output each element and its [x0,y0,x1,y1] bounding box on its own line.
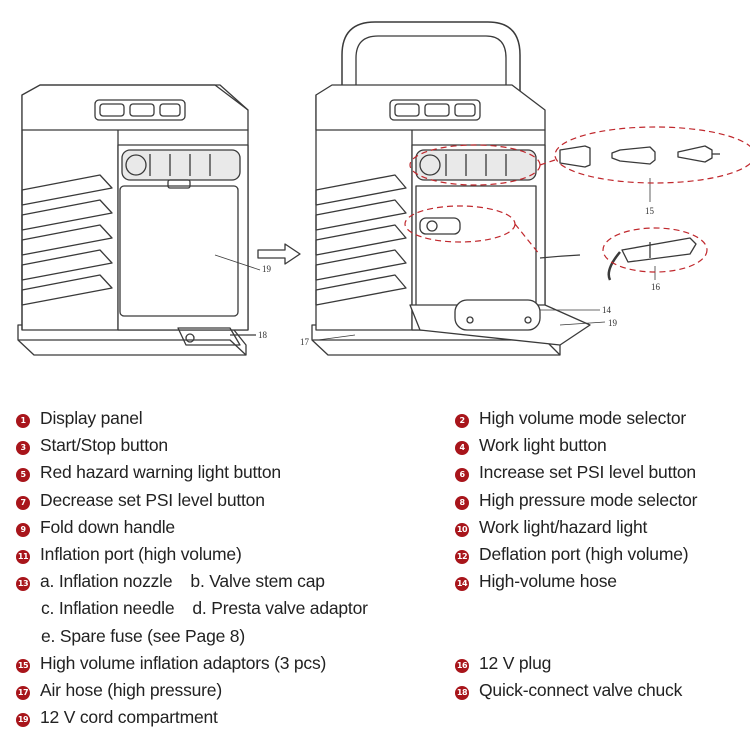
legend-item: 4 Work light button [455,432,745,459]
legend-item: 18 Quick-connect valve chuck [455,677,745,704]
number-badge: 18 [455,685,469,700]
legend-text: Decrease set PSI level button [40,489,265,510]
legend-text: Air hose (high pressure) [40,679,222,700]
number-badge: 7 [16,495,30,510]
legend-text: d. Presta valve adaptor [192,598,368,619]
legend-text: Deflation port (high volume) [479,543,689,564]
number-badge: 19 [16,713,30,728]
legend-item: 17 Air hose (high pressure) [16,677,446,704]
number-badge: 9 [16,522,30,537]
inflation-adaptors [559,145,720,202]
legend-text: High volume mode selector [479,408,687,428]
number-badge: 13 [16,577,30,592]
legend-text: Inflation port (high volume) [40,543,242,564]
legend-item: 3 Start/Stop button [16,432,446,459]
highlight-ellipses [404,126,750,273]
number-badge: 3 [16,441,30,456]
legend-text: a. Inflation nozzle [40,571,173,592]
legend-item: 13 a. Inflation nozzle b. Valve stem cap [16,568,446,595]
legend-text: e. Spare fuse (see Page 8) [41,625,245,646]
callout-16: 16 [651,282,661,292]
number-badge: 16 [455,658,469,673]
callout-15: 15 [645,206,655,216]
number-badge: 1 [16,414,30,428]
legend-item: 8 High pressure mode selector [455,487,745,514]
legend-item: 9 Fold down handle [16,514,446,541]
legend-item: 12 Deflation port (high volume) [455,541,745,568]
legend-text: Display panel [40,408,143,428]
legend-item: 16 12 V plug [455,650,745,677]
legend-text: Quick-connect valve chuck [479,679,683,700]
callout-19-right: 19 [608,318,618,328]
number-badge: 11 [16,549,30,564]
number-badge: 8 [455,495,469,510]
legend-text: Work light/hazard light [479,516,648,537]
number-badge: 10 [455,522,469,537]
legend-item: 5 Red hazard warning light button [16,459,446,486]
legend-text: 12 V cord compartment [40,707,218,728]
number-badge: 5 [16,468,30,483]
legend-text: Start/Stop button [40,435,168,456]
legend-text: High pressure mode selector [479,489,698,510]
legend-text: 12 V plug [479,652,552,673]
legend-text: High volume inflation adaptors (3 pcs) [40,652,327,673]
legend-text: Fold down handle [40,516,175,537]
number-badge: 4 [455,441,469,456]
legend-item: 6 Increase set PSI level button [455,459,745,486]
12v-plug-illustration [607,237,697,281]
legend-column-right: 2 High volume mode selector 4 Work light b… [455,405,745,704]
number-badge: 15 [16,658,30,673]
legend-item: 15 High volume inflation adaptors (3 pcs) [16,650,446,677]
legend-item: e. Spare fuse (see Page 8) [16,623,446,650]
number-badge: 12 [455,549,469,564]
product-diagram: 19 18 17 14 19 15 16 [17,21,750,356]
number-badge: 2 [455,414,469,428]
legend-text: b. Valve stem cap [190,571,325,592]
callout-17: 17 [300,337,310,347]
legend-text: Work light button [479,435,607,456]
number-badge: 6 [455,468,469,483]
callout-18: 18 [258,330,268,340]
number-badge: 14 [455,577,469,592]
legend-text: Increase set PSI level button [479,462,696,483]
callout-14: 14 [602,305,612,315]
number-badge: 17 [16,685,30,700]
legend-item: 11 Inflation port (high volume) [16,541,446,568]
transition-arrow [257,243,301,265]
parts-legend: 1 Display panel 3 Start/Stop button 5 Red h… [0,405,750,750]
legend-column-left: 1 Display panel 3 Start/Stop button 5 Red h… [16,405,446,731]
legend-item: 19 12 V cord compartment [16,704,446,731]
legend-item: 10 Work light/hazard light [455,514,745,541]
compressor-open-illustration [311,21,606,356]
legend-text: Red hazard warning light button [40,462,281,483]
legend-item: c. Inflation needle d. Presta valve adapt… [16,595,446,622]
legend-item: 14 High-volume hose [455,568,745,595]
legend-item: 7 Decrease set PSI level button [16,487,446,514]
legend-text: High-volume hose [479,571,617,592]
legend-text: c. Inflation needle [41,598,175,619]
legend-item: 2 High volume mode selector [455,405,745,432]
legend-item: 1 Display panel [16,405,446,432]
compressor-closed-illustration [17,84,261,356]
callout-19-left: 19 [262,264,272,274]
